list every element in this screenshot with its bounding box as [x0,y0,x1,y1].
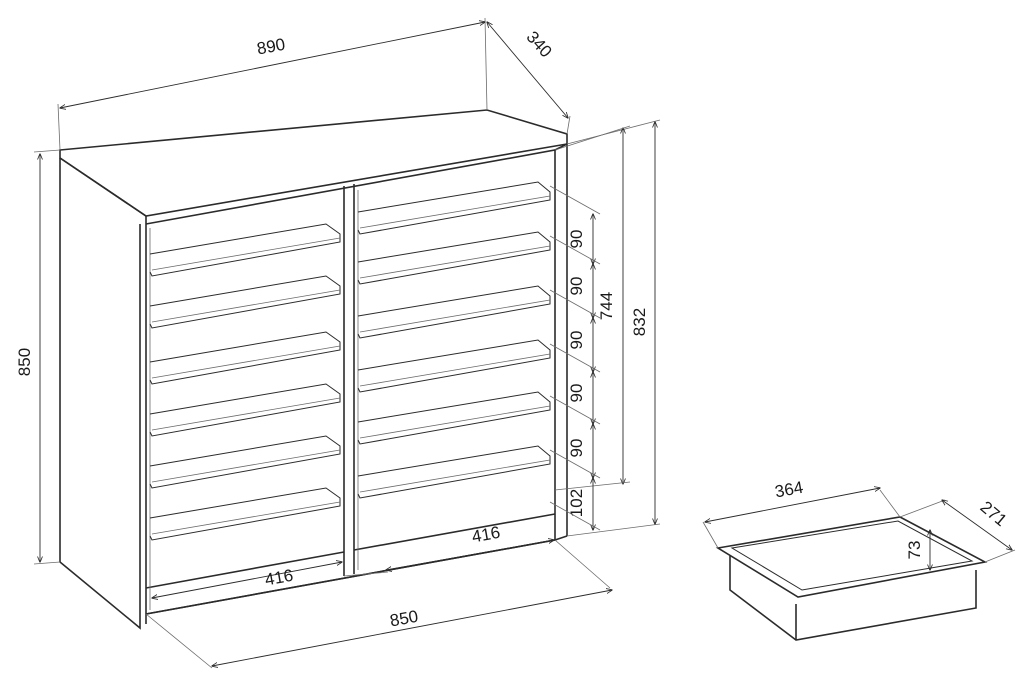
dim-pitch-1-label: 90 [567,230,586,249]
dim-pitch-ext-3 [549,289,601,319]
dim-364-ext-left [702,521,719,549]
right-shelf-5 [357,391,551,445]
shoe-shelves [149,181,551,541]
dim-271-ext-bottom [984,549,1016,563]
right-bottom-corner [554,535,568,541]
right-shelf-2 [357,231,551,285]
right-shelf-6 [357,445,551,499]
left-shelf-6 [149,487,341,541]
dim-850w-ext-left [145,613,213,669]
dim-pitch-5-label: 90 [567,439,586,458]
dim-pitch-2-label: 90 [567,277,586,296]
dim-pitch-ext-6 [549,449,601,479]
tray-drawing [715,516,988,641]
dim-890-ext-right [484,17,488,111]
dim-pitch-ext-7 [549,501,601,531]
left-shelf-1 [149,223,341,277]
right-shelf-3 [357,285,551,339]
dim-340-line [487,22,568,118]
dim-271-ext-top [899,499,946,518]
left-shelf-lip-2 [151,289,341,323]
dim-850w-ext-right [554,539,611,589]
right-shelf-lip-5 [359,405,551,439]
right-shelf-4 [357,339,551,393]
shelf-pitch-dimensions: 90 90 90 90 90 102 [549,185,601,531]
left-shelf-2 [149,275,341,329]
dim-832-ext-bottom [566,523,661,537]
dim-271-line [942,500,1012,550]
dimension-lines: 890 340 850 832 744 90 90 90 90 90 102 [15,17,1016,669]
right-shelf-lip-4 [359,353,551,387]
dim-850h-ext-bottom [33,561,61,565]
dim-pitch-3-label: 90 [567,331,586,350]
left-shelf-5 [149,435,341,489]
dim-744-label: 744 [597,292,616,320]
right-shelf-lip-6 [359,459,551,493]
dim-340-ext [566,115,571,135]
dim-pitch-ext-4 [549,343,601,373]
front-frame [145,149,556,615]
left-shelf-3 [149,331,341,385]
dim-850h-label: 850 [15,348,34,376]
left-side-panel [59,158,141,630]
dim-832-label: 832 [630,308,649,336]
left-shelf-4 [149,383,341,437]
dim-364-label: 364 [773,478,804,502]
dim-102-label: 102 [567,489,586,517]
dim-364-line [705,488,880,522]
dim-340-label: 340 [523,27,556,61]
dim-364-ext-right [879,489,901,518]
dim-271-label: 271 [977,497,1011,530]
right-shelf-lip-1 [359,195,551,229]
right-shelf-lip-3 [359,299,551,333]
dim-850w-label: 850 [388,607,419,631]
dim-890-ext-left [57,103,61,151]
dim-416-left-label: 416 [263,566,294,590]
dim-pitch-ext-5 [549,395,601,425]
left-shelf-lip-3 [151,345,341,379]
dim-416-right-label: 416 [470,523,501,547]
tray-inner-rim [730,520,974,591]
dim-850h-ext-top [33,149,61,153]
cabinet-top-board [59,109,568,217]
dim-890-line [60,22,485,108]
dim-pitch-4-label: 90 [567,384,586,403]
dim-832-ext-top [566,119,661,145]
right-shelf-1 [357,181,551,235]
dim-744-ext-top [554,125,631,151]
left-shelf-lip-5 [151,449,341,483]
right-shelf-lip-2 [359,245,551,279]
dim-416-right-line [386,540,554,570]
dim-pitch-ext-1 [549,185,601,215]
dim-pitch-ext-2 [549,235,601,265]
dim-73-label: 73 [905,541,924,560]
left-shelf-lip-1 [151,237,341,271]
dim-850w-line [212,590,612,666]
dim-416-left-line [152,562,342,598]
left-shelf-lip-4 [151,397,341,431]
dim-890-label: 890 [255,35,286,59]
middle-divider [343,184,355,576]
dim-416-mid-ext [343,571,389,577]
left-shelf-lip-6 [151,501,341,535]
top-board-edge [59,157,147,217]
